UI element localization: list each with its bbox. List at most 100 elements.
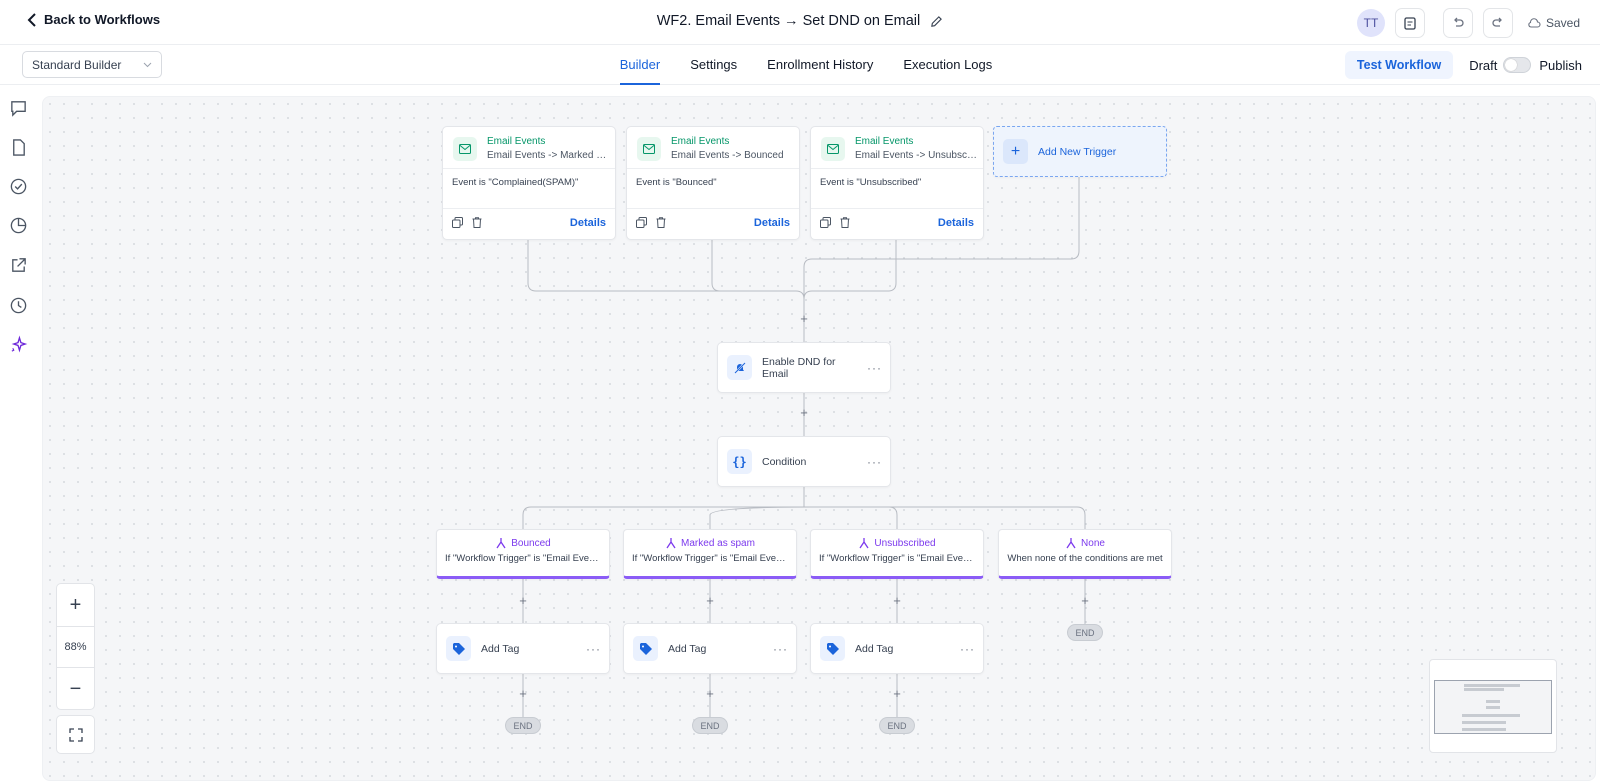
add-step-plus[interactable]: + [800,311,808,326]
fit-view-button[interactable] [56,715,95,754]
more-options-icon[interactable]: ··· [867,454,882,469]
add-step-plus[interactable]: + [706,593,714,608]
minimap-node [1486,706,1500,709]
branch-unsubscribed[interactable]: Unsubscribed If "Workflow Trigger" is "E… [810,529,984,579]
minimap[interactable] [1429,659,1557,753]
chat-icon[interactable] [9,99,28,118]
tab-builder[interactable]: Builder [619,45,661,85]
add-step-plus[interactable]: + [800,405,808,420]
trigger-card-unsubscribed[interactable]: Email Events Email Events -> Unsubscribe… [810,126,984,240]
avatar[interactable]: TT [1356,9,1385,37]
details-link[interactable]: Details [753,216,790,229]
minimap-node [1462,728,1506,731]
copy-icon[interactable] [636,217,647,228]
check-circle-icon[interactable] [9,177,28,196]
branch-marked-as-spam[interactable]: Marked as spam If "Workflow Trigger" is … [623,529,797,579]
trash-icon[interactable] [656,217,666,228]
details-link[interactable]: Details [569,216,606,229]
connector-lines [522,176,1086,717]
zoom-in-button[interactable]: + [69,593,82,616]
publish-controls: Test Workflow Draft Publish [1344,51,1582,79]
redo-button[interactable] [1482,8,1513,38]
workflow-title[interactable]: WF2. Email Events → Set DND on Email [656,13,921,29]
builder-select[interactable]: Standard Builder [22,51,162,78]
edit-pencil-icon[interactable] [930,15,943,28]
branch-bounced[interactable]: Bounced If "Workflow Trigger" is "Email … [436,529,610,579]
external-link-icon[interactable] [9,256,28,275]
history-icon[interactable] [9,296,28,315]
secondary-bar: Standard Builder Builder Settings Enroll… [0,45,1600,85]
end-pill: END [692,717,728,734]
tab-settings[interactable]: Settings [690,57,738,72]
trigger-condition: Event is "Bounced" [627,168,799,208]
add-new-trigger-button[interactable]: + Add New Trigger [993,126,1167,177]
add-step-plus[interactable]: + [893,593,901,608]
branch-description: If "Workflow Trigger" is "Email Event... [819,553,979,564]
minimap-node [1462,721,1506,724]
undo-icon [1454,17,1464,27]
document-icon[interactable] [9,138,28,157]
action-add-tag[interactable]: Add Tag ··· [436,623,610,674]
more-options-icon[interactable]: ··· [773,641,788,656]
clipboard-icon [1404,17,1416,30]
tag-icon [633,636,658,661]
action-label: Add Tag [481,642,520,655]
plus-icon: + [1003,139,1028,164]
trigger-card-bounced[interactable]: Email Events Email Events -> Bounced Eve… [626,126,800,240]
test-workflow-button[interactable]: Test Workflow [1344,51,1454,79]
action-enable-dnd[interactable]: Enable DND for Email ··· [717,342,891,393]
trigger-subtitle: Email Events -> Bounced [671,150,784,161]
notes-button[interactable] [1394,8,1425,38]
trigger-card-spam[interactable]: Email Events Email Events -> Marked as S… [442,126,616,240]
branch-description: When none of the conditions are met [1007,553,1163,564]
end-pill: END [505,717,541,734]
trigger-subtitle: Email Events -> Unsubscribed [855,150,977,161]
publish-toggle[interactable] [1503,57,1532,73]
sparkle-icon[interactable] [9,335,28,354]
trigger-condition: Event is "Unsubscribed" [811,168,983,208]
left-sidebar [0,85,38,783]
minimap-node [1464,684,1520,687]
bell-off-icon [727,355,752,380]
add-step-plus[interactable]: + [1081,593,1089,608]
end-pill: END [1067,624,1103,641]
trigger-type: Email Events [855,136,914,147]
more-options-icon[interactable]: ··· [586,641,601,656]
zoom-out-button[interactable]: − [69,677,82,700]
top-right-controls: TT Saved [1356,8,1580,38]
trigger-subtitle: Email Events -> Marked as Sp... [487,150,609,161]
pie-chart-icon[interactable] [9,216,28,235]
add-step-plus[interactable]: + [893,686,901,701]
branch-icon [666,538,676,549]
add-step-plus[interactable]: + [706,686,714,701]
action-condition[interactable]: {} Condition ··· [717,436,891,487]
branch-icon [1066,538,1076,549]
mail-icon [453,137,477,161]
tab-execution-logs[interactable]: Execution Logs [903,57,993,72]
add-step-plus[interactable]: + [519,593,527,608]
branch-description: If "Workflow Trigger" is "Email Event... [445,553,605,564]
copy-icon[interactable] [820,217,831,228]
saved-label: Saved [1545,16,1580,30]
branch-none[interactable]: None When none of the conditions are met [998,529,1172,579]
branch-name: Bounced [511,537,551,549]
back-to-workflows-link[interactable]: Back to Workflows [26,12,160,27]
trash-icon[interactable] [472,217,482,228]
workflow-canvas[interactable]: + + + + + + + + + Email Events Email Eve… [42,96,1596,781]
copy-icon[interactable] [452,217,463,228]
action-add-tag[interactable]: Add Tag ··· [810,623,984,674]
add-step-plus[interactable]: + [519,686,527,701]
trash-icon[interactable] [840,217,850,228]
more-options-icon[interactable]: ··· [867,360,882,375]
tab-enrollment-history[interactable]: Enrollment History [767,57,874,72]
details-link[interactable]: Details [937,216,974,229]
trigger-type: Email Events [671,136,730,147]
branch-name: Unsubscribed [874,537,936,549]
branch-name: Marked as spam [681,537,755,549]
more-options-icon[interactable]: ··· [960,641,975,656]
end-pill: END [879,717,915,734]
undo-button[interactable] [1442,8,1473,38]
action-label: Enable DND for Email [762,355,836,380]
action-add-tag[interactable]: Add Tag ··· [623,623,797,674]
branch-description: If "Workflow Trigger" is "Email Event... [632,553,792,564]
